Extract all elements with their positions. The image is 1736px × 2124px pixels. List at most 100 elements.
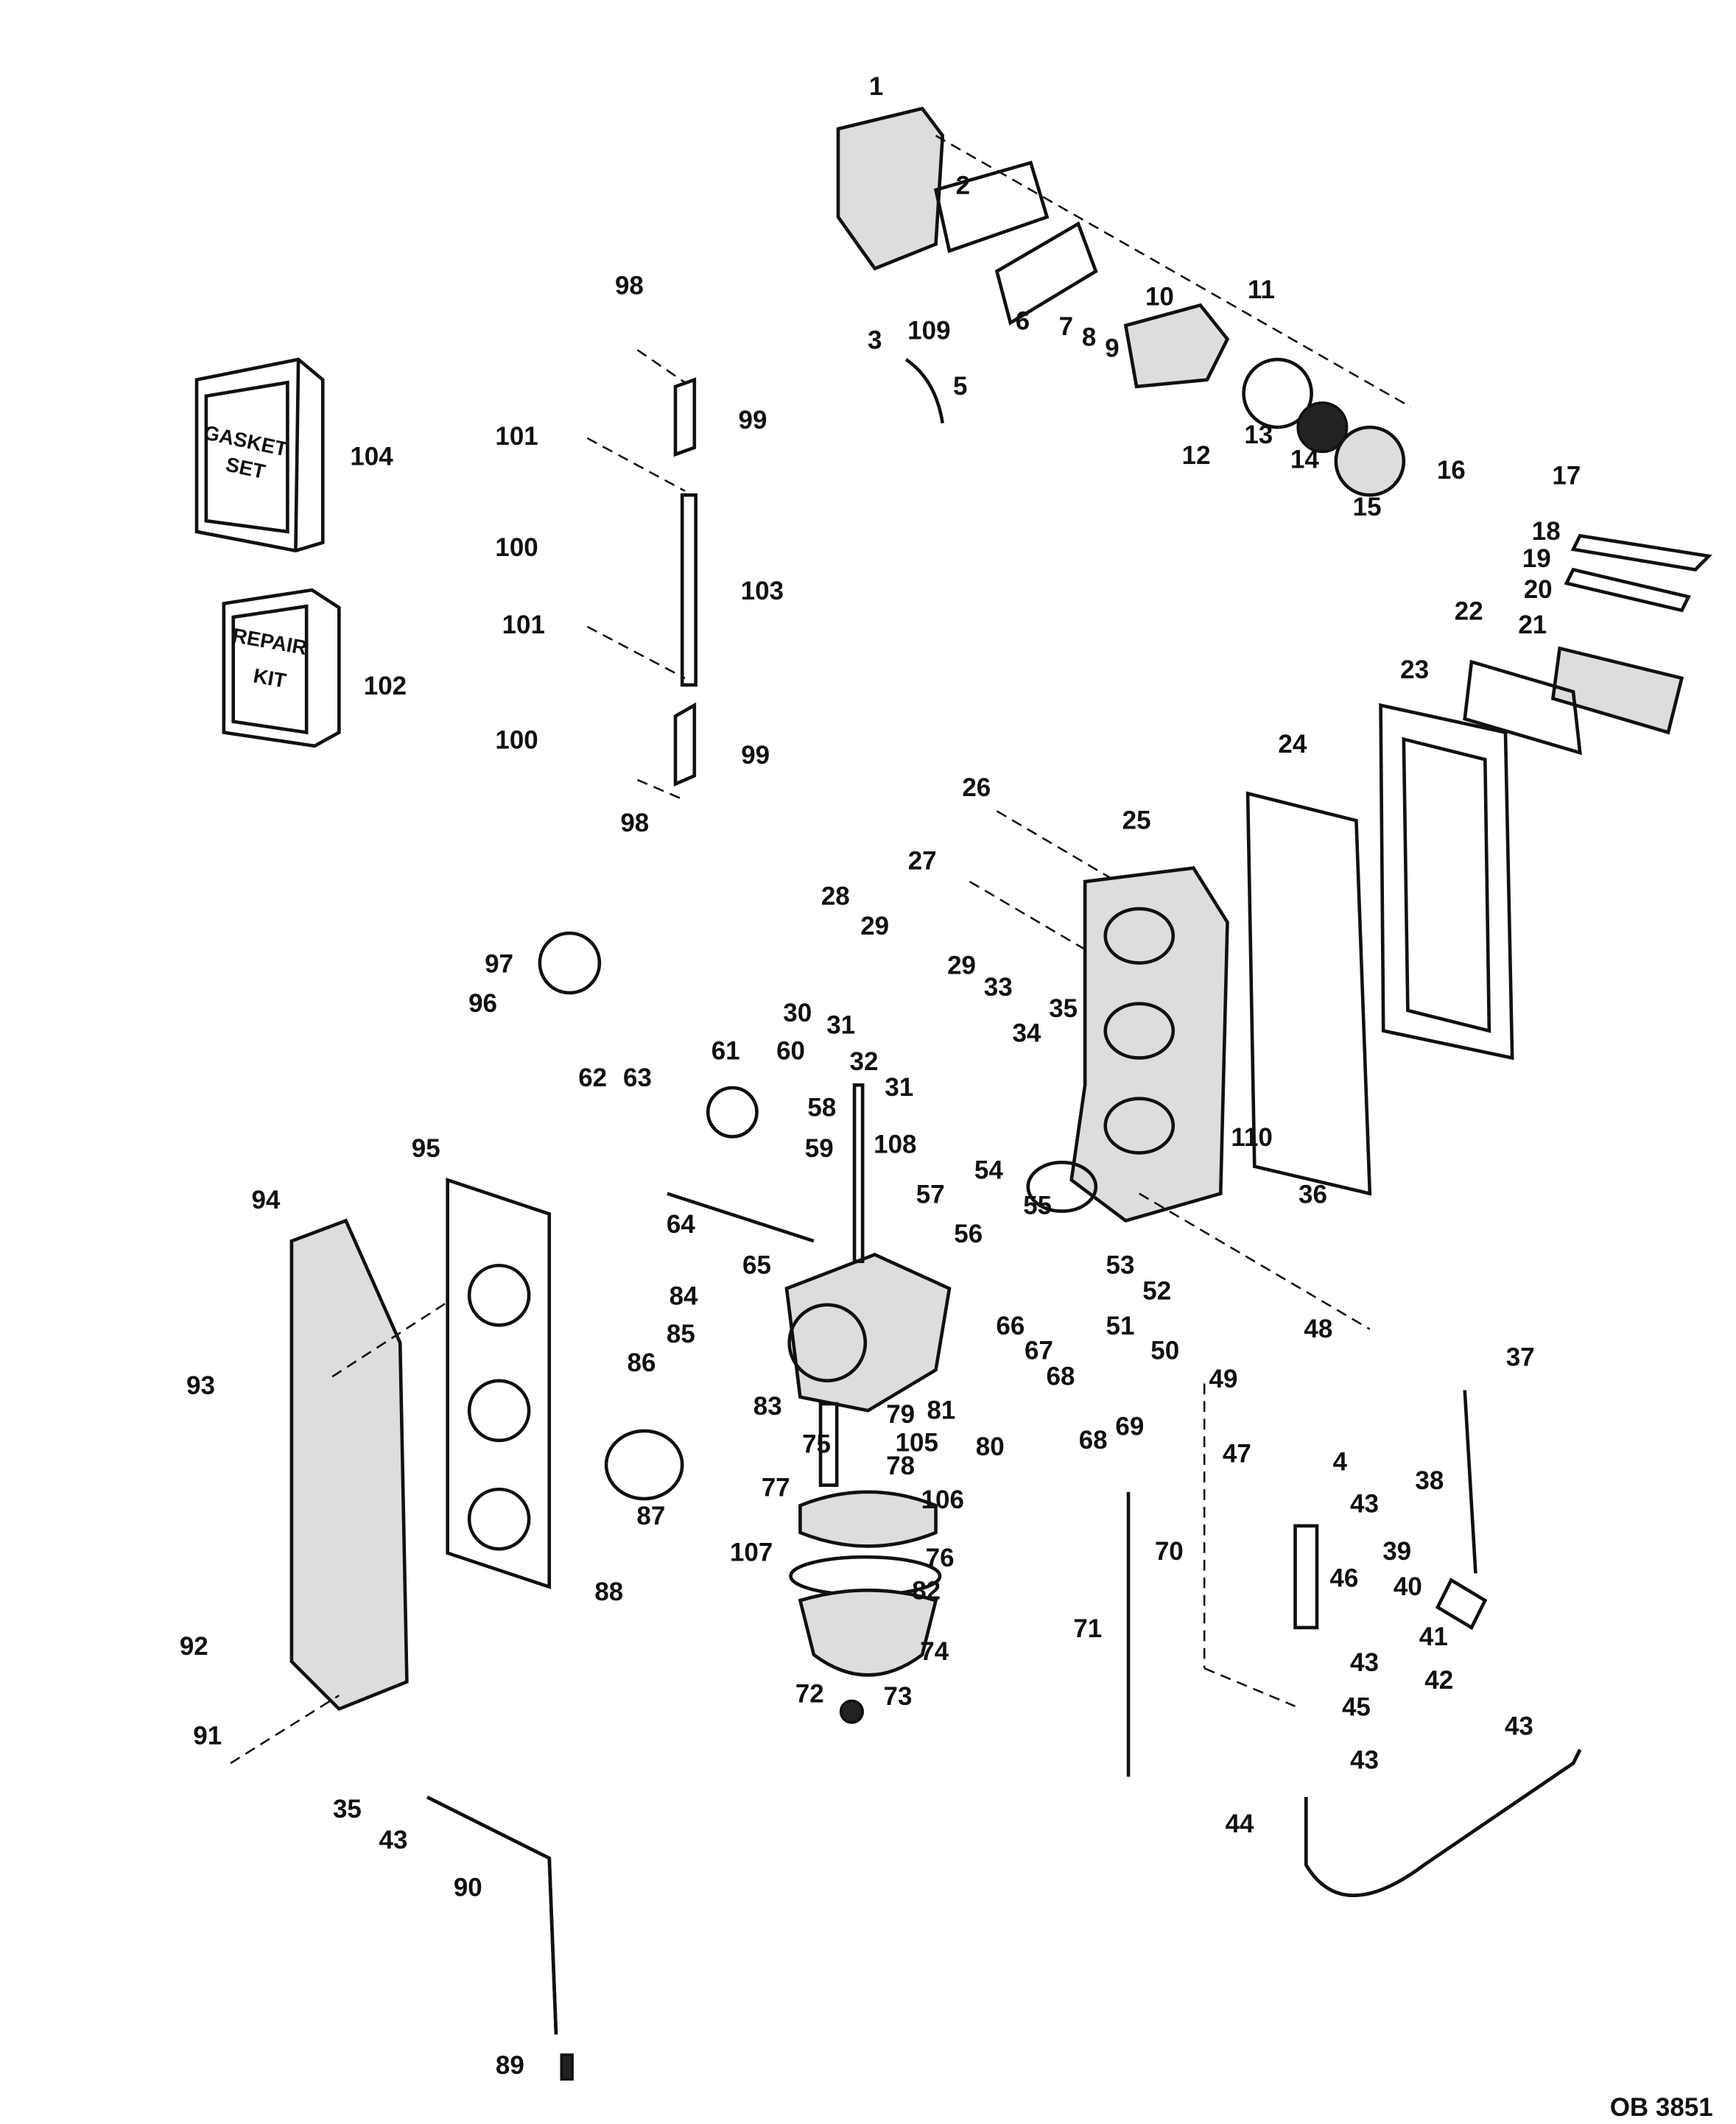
callout-71: 71: [1073, 1614, 1102, 1643]
callout-39: 39: [1382, 1537, 1411, 1566]
callout-35: 35: [1049, 994, 1078, 1023]
callout-16: 16: [1437, 456, 1466, 485]
callout-89: 89: [496, 2051, 524, 2080]
callout-96: 96: [468, 989, 497, 1018]
callout-69: 69: [1115, 1412, 1144, 1441]
callout-10: 10: [1145, 282, 1174, 311]
callout-57: 57: [916, 1181, 945, 1209]
callout-100: 100: [495, 533, 538, 562]
callout-44: 44: [1226, 1810, 1254, 1838]
callout-84: 84: [670, 1282, 698, 1311]
callout-28: 28: [821, 882, 850, 910]
callout-70: 70: [1155, 1537, 1184, 1566]
callout-87: 87: [636, 1502, 665, 1530]
callout-108: 108: [874, 1130, 916, 1158]
callout-21: 21: [1518, 611, 1547, 639]
callout-37: 37: [1506, 1343, 1535, 1372]
callout-105: 105: [896, 1429, 938, 1457]
callout-15: 15: [1353, 493, 1382, 521]
callout-29: 29: [947, 951, 976, 980]
callout-1: 1: [869, 72, 883, 101]
callout-11: 11: [1248, 275, 1275, 304]
callout-38: 38: [1415, 1466, 1444, 1495]
callout-27: 27: [908, 847, 937, 876]
callout-77: 77: [762, 1473, 790, 1502]
callout-62: 62: [578, 1063, 607, 1092]
callout-51: 51: [1106, 1312, 1135, 1340]
callout-85: 85: [667, 1320, 695, 1348]
callout-72: 72: [795, 1679, 824, 1708]
callout-83: 83: [753, 1392, 782, 1421]
callout-99: 99: [741, 741, 770, 770]
callout-24: 24: [1278, 730, 1307, 759]
callout-4: 4: [1333, 1447, 1348, 1476]
callout-12: 12: [1182, 441, 1211, 470]
callout-107: 107: [730, 1539, 773, 1567]
callout-13: 13: [1244, 421, 1273, 449]
callout-95: 95: [412, 1134, 440, 1163]
callout-79: 79: [886, 1400, 915, 1429]
callout-26: 26: [962, 773, 991, 802]
callout-54: 54: [974, 1156, 1003, 1184]
callout-66: 66: [996, 1312, 1025, 1340]
callout-52: 52: [1142, 1276, 1171, 1305]
callout-56: 56: [954, 1220, 983, 1248]
callout-40: 40: [1394, 1572, 1422, 1601]
callout-43: 43: [1350, 1746, 1379, 1775]
intake-manifold: [969, 810, 1229, 1223]
callout-25: 25: [1122, 806, 1151, 834]
callout-102: 102: [364, 672, 407, 700]
gasket-set-line2: SET: [224, 453, 267, 484]
callout-32: 32: [850, 1047, 879, 1076]
callout-80: 80: [976, 1432, 1005, 1461]
linkage-rod: [586, 349, 697, 801]
callout-48: 48: [1304, 1315, 1332, 1343]
gasket-set-box: GASKET SET: [194, 357, 325, 553]
callout-68: 68: [1079, 1426, 1108, 1455]
callout-55: 55: [1023, 1191, 1052, 1220]
callout-7: 7: [1059, 312, 1073, 341]
callout-109: 109: [907, 316, 950, 345]
part-drawings: GASKET SET REPAIR KIT: [194, 106, 1712, 2081]
callout-9: 9: [1105, 334, 1119, 362]
callout-104: 104: [350, 443, 393, 471]
callout-5: 5: [953, 372, 967, 401]
callout-14: 14: [1290, 445, 1319, 474]
callout-68: 68: [1047, 1362, 1075, 1390]
callout-91: 91: [193, 1721, 222, 1750]
callout-17: 17: [1552, 461, 1581, 490]
callout-43: 43: [379, 1826, 408, 1854]
callout-106: 106: [921, 1485, 964, 1514]
callout-64: 64: [667, 1210, 695, 1239]
callout-61: 61: [711, 1036, 740, 1065]
callout-63: 63: [623, 1063, 652, 1092]
callout-81: 81: [927, 1396, 955, 1424]
callout-43: 43: [1505, 1712, 1533, 1740]
callout-43: 43: [1350, 1648, 1379, 1677]
callout-31: 31: [885, 1073, 913, 1102]
carburetor: [538, 931, 952, 1724]
fuel-pump: [836, 106, 1411, 497]
callout-99: 99: [739, 406, 767, 435]
callout-98: 98: [620, 809, 649, 837]
callout-20: 20: [1524, 575, 1553, 604]
callout-98: 98: [615, 272, 644, 300]
reference-code: OB 3851: [1610, 2093, 1713, 2122]
hoses-and-rods: [426, 1192, 1582, 2081]
callout-34: 34: [1012, 1019, 1041, 1047]
callout-41: 41: [1419, 1622, 1448, 1651]
callout-75: 75: [802, 1430, 831, 1458]
callout-49: 49: [1209, 1365, 1237, 1393]
callout-67: 67: [1025, 1336, 1053, 1365]
callout-29: 29: [860, 912, 889, 940]
callout-35: 35: [333, 1795, 362, 1824]
callout-86: 86: [628, 1348, 656, 1377]
callout-53: 53: [1106, 1251, 1135, 1279]
callout-30: 30: [783, 999, 812, 1027]
callout-31: 31: [826, 1010, 855, 1039]
callout-94: 94: [251, 1186, 280, 1214]
callout-78: 78: [886, 1452, 915, 1480]
callout-2: 2: [956, 171, 970, 200]
callout-101: 101: [495, 422, 538, 451]
